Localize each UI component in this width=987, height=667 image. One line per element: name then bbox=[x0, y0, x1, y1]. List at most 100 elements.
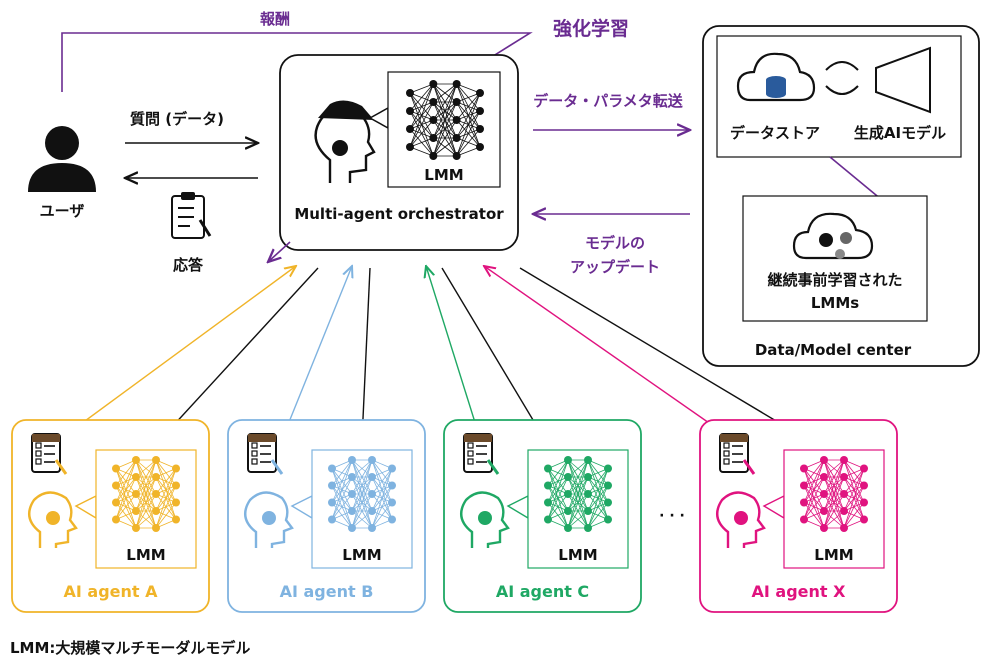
user-label: ユーザ bbox=[40, 202, 85, 220]
orch-to-agent-c-arrow bbox=[441, 267, 545, 440]
nn-edge bbox=[567, 459, 589, 529]
nn-edge bbox=[115, 459, 137, 503]
nn-edge bbox=[155, 468, 177, 495]
model-update-label-1: モデルの bbox=[585, 234, 645, 252]
nn-edge bbox=[331, 459, 353, 520]
agent-lmm-label: LMM bbox=[342, 546, 381, 564]
nn-node bbox=[388, 498, 396, 507]
orch-to-agent-x-arrow bbox=[519, 267, 808, 440]
nn-node bbox=[348, 507, 356, 515]
agent-gear-icon bbox=[478, 511, 492, 525]
nn-node bbox=[406, 89, 414, 97]
nn-node bbox=[348, 456, 356, 464]
nn-node bbox=[406, 143, 414, 151]
nn-node bbox=[476, 125, 484, 133]
nn-edge bbox=[803, 476, 825, 520]
nn-edge bbox=[155, 468, 177, 512]
nn-edge bbox=[456, 92, 481, 157]
agent-b-to-orch-arrow bbox=[284, 266, 352, 433]
agent-neural-net-icon bbox=[544, 456, 612, 532]
nn-edge bbox=[371, 485, 393, 529]
nn-edge bbox=[331, 476, 353, 520]
agent-head-icon bbox=[460, 491, 510, 548]
genai-label: 生成AIモデル bbox=[854, 124, 946, 142]
nn-edge bbox=[547, 476, 569, 520]
nn-node bbox=[564, 524, 572, 532]
nn-node bbox=[840, 524, 848, 532]
nn-node bbox=[452, 134, 461, 142]
nn-node bbox=[328, 498, 336, 507]
nn-node bbox=[584, 473, 592, 481]
agent-head-icon bbox=[28, 491, 78, 548]
nn-node bbox=[860, 498, 868, 507]
agent-a-to-orch-arrow bbox=[69, 266, 296, 433]
nn-node bbox=[820, 456, 828, 464]
nn-node bbox=[584, 456, 592, 464]
nn-node bbox=[132, 490, 140, 498]
nn-node bbox=[112, 464, 120, 473]
nn-edge bbox=[409, 137, 434, 148]
nn-edge bbox=[456, 110, 481, 157]
nn-edge bbox=[155, 485, 177, 529]
nn-edge bbox=[587, 468, 609, 512]
data-param-transfer-label: データ・パラメタ転送 bbox=[533, 92, 684, 110]
nn-node bbox=[132, 524, 140, 532]
nn-edge bbox=[135, 493, 157, 529]
nn-edge bbox=[433, 83, 457, 103]
reinforcement-label: 強化学習 bbox=[553, 17, 629, 40]
agent-lmm-label: LMM bbox=[814, 546, 853, 564]
agent-clipboard-icon bbox=[719, 433, 756, 475]
nn-edge bbox=[351, 493, 373, 529]
nn-edge bbox=[115, 476, 137, 520]
nn-edge bbox=[115, 459, 137, 486]
agent-c-to-orch-arrow bbox=[426, 266, 479, 433]
nn-edge bbox=[547, 459, 569, 520]
nn-edge bbox=[351, 459, 373, 495]
agent-neural-net-icon bbox=[112, 456, 180, 532]
nn-node bbox=[564, 456, 572, 464]
nn-node bbox=[604, 464, 612, 473]
nn-edge bbox=[803, 459, 825, 503]
nn-node bbox=[406, 107, 414, 115]
nn-edge bbox=[371, 468, 393, 529]
nn-node bbox=[544, 464, 552, 473]
nn-node bbox=[860, 481, 868, 490]
nn-node bbox=[476, 143, 484, 151]
nn-node bbox=[429, 134, 438, 142]
nn-node bbox=[388, 515, 396, 524]
nn-node bbox=[112, 498, 120, 507]
orchestrator-to-reward-arrow bbox=[268, 241, 291, 262]
nn-edge bbox=[135, 459, 157, 512]
nn-node bbox=[820, 490, 828, 498]
nn-edge bbox=[567, 459, 589, 512]
reward-loop-line bbox=[61, 32, 533, 92]
agent-clipboard-icon bbox=[31, 433, 68, 475]
agent-head-icon bbox=[244, 491, 294, 548]
data-center-title: Data/Model center bbox=[755, 341, 912, 359]
nn-node bbox=[348, 473, 356, 481]
nn-node bbox=[840, 507, 848, 515]
nn-node bbox=[800, 464, 808, 473]
pretrained-label-1: 継続事前学習された bbox=[767, 271, 902, 289]
model-update-label-2: アップデート bbox=[570, 258, 660, 276]
nn-edge bbox=[456, 83, 481, 94]
response-label: 応答 bbox=[173, 256, 204, 274]
nn-edge bbox=[547, 493, 569, 520]
nn-edge bbox=[456, 92, 481, 103]
nn-edge bbox=[803, 459, 825, 520]
nn-edge bbox=[587, 485, 609, 529]
nn-node bbox=[368, 490, 376, 498]
nn-node bbox=[584, 507, 592, 515]
nn-edge bbox=[409, 119, 434, 148]
nn-edge bbox=[351, 476, 373, 529]
nn-node bbox=[429, 116, 438, 124]
nn-edge bbox=[135, 459, 157, 495]
cloud-gears-icon bbox=[792, 212, 874, 260]
nn-edge bbox=[371, 502, 393, 529]
nn-edge bbox=[567, 510, 589, 529]
agent-neural-net-icon bbox=[800, 456, 868, 532]
nn-edge bbox=[371, 468, 393, 512]
